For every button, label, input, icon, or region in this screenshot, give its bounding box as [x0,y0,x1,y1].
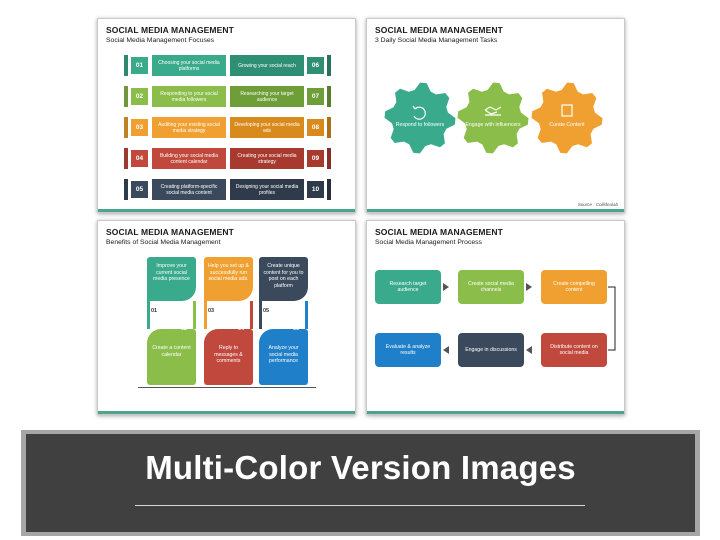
focus-label: Building your social media content calen… [152,148,226,169]
slide-title: SOCIAL MEDIA MANAGEMENT [106,227,234,237]
focus-number: 02 [130,87,149,106]
benefit-tile: Create a content calendar [147,329,196,385]
benefit-number: 06 [293,326,300,332]
arrow-right-icon [443,283,449,291]
process-step: Research target audience [375,270,441,304]
process-step: Evaluate & analyze results [375,333,441,367]
slide-subtitle: 3 Daily Social Media Management Tasks [375,37,498,44]
slide-bottom-accent [367,411,624,414]
process-step: Create social media channels [458,270,524,304]
slide-subtitle: Social Media Management Focuses [106,37,215,44]
arrow-left-icon [526,346,532,354]
slide-thumbnail-benefits[interactable]: SOCIAL MEDIA MANAGEMENT Benefits of Soci… [97,220,356,415]
focus-number: 04 [130,149,149,168]
row-tab [327,55,331,76]
slide-thumbnail-focuses[interactable]: SOCIAL MEDIA MANAGEMENT Social Media Man… [97,18,356,213]
arrow-left-icon [443,346,449,354]
process-step: Distribute content on social media [541,333,607,367]
banner-underline [135,505,585,506]
focus-label: Designing your social media profiles [230,179,304,200]
slide-bottom-accent [98,209,355,212]
slide-thumbnail-process[interactable]: SOCIAL MEDIA MANAGEMENT Social Media Man… [366,220,625,415]
benefit-number: 04 [238,326,245,332]
row-tab [327,148,331,169]
tile-connector [147,301,196,329]
slide-subtitle: Benefits of Social Media Management [106,239,221,246]
benefit-number: 05 [263,308,270,314]
focus-label: Growing your social reach [230,55,304,76]
benefit-number: 02 [181,326,188,332]
focus-number: 10 [306,180,325,199]
slide-title: SOCIAL MEDIA MANAGEMENT [375,227,503,237]
focus-label: Researching your target audience [230,86,304,107]
banner-title: Multi-Color Version Images [145,449,576,486]
focus-number: 08 [306,118,325,137]
tile-connector [204,301,253,329]
focus-number: 06 [306,56,325,75]
row-tab [124,86,128,107]
task-gear [383,81,457,155]
task-gear [530,81,604,155]
slide-subtitle: Social Media Management Process [375,239,482,246]
benefit-tile: Reply to messages & comments [204,329,253,385]
refresh-icon [412,105,426,120]
row-tab [124,148,128,169]
row-tab [124,117,128,138]
focus-number: 09 [306,149,325,168]
gear-label: Curate Content [549,122,585,128]
row-tab [327,86,331,107]
slide-title: SOCIAL MEDIA MANAGEMENT [375,25,503,35]
process-step: Create compelling content [541,270,607,304]
benefit-number: 03 [208,308,215,314]
focus-label: Developing your social media ads [230,117,304,138]
benefit-tile: Create unique content for you to post on… [259,257,308,301]
slide-title: SOCIAL MEDIA MANAGEMENT [106,25,234,35]
handshake-icon [484,106,502,116]
benefit-tile: Analyze your social media performance [259,329,308,385]
source-note: Source : Collidealab [577,202,618,207]
focus-label: Creating your social media strategy [230,148,304,169]
benefit-tile: Help you set up & successfully run socia… [204,257,253,301]
slide-bottom-accent [367,209,624,212]
banner [26,434,695,532]
gear-label: Respond to followers [395,122,445,128]
focus-label: Responding to your social media follower… [152,86,226,107]
benefit-tile: Improve your current social media presen… [147,257,196,301]
row-tab [124,179,128,200]
focus-number: 03 [130,118,149,137]
tile-connector [259,301,308,329]
row-tab [327,117,331,138]
focus-label: Creating platform-specific social media … [152,179,226,200]
slide-thumbnail-tasks[interactable]: SOCIAL MEDIA MANAGEMENT 3 Daily Social M… [366,18,625,213]
focus-label: Choosing your social media platforms [152,55,226,76]
row-tab [327,179,331,200]
focus-number: 07 [306,87,325,106]
process-step: Engage in discussions [458,333,524,367]
focus-number: 05 [130,180,149,199]
content-icon [561,104,573,117]
benefit-number: 01 [151,308,158,314]
focus-number: 01 [130,56,149,75]
arrow-right-icon [526,283,532,291]
task-gear [456,81,530,155]
baseline [138,387,316,388]
row-tab [124,55,128,76]
slide-bottom-accent [98,411,355,414]
gear-label: Engage with influencers [465,122,521,128]
focus-label: Auditing your existing social media stra… [152,117,226,138]
process-connector [608,286,616,351]
